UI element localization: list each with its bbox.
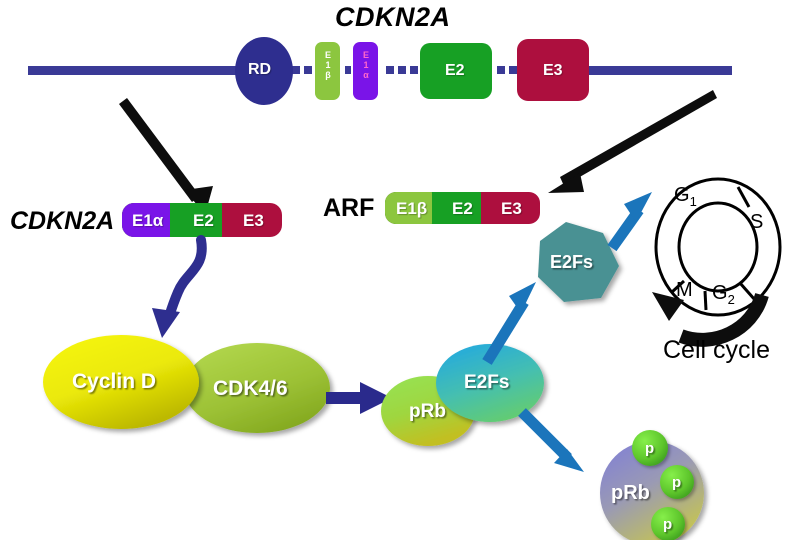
arrow-locus-to-cdkn2a (119, 98, 213, 215)
cdkn2a-transcript-bar (122, 203, 282, 237)
intron-dots (292, 66, 517, 74)
genomic-backbone (28, 66, 732, 75)
arf-transcript-bar (385, 192, 540, 224)
genomic-exon-boxes (315, 39, 589, 101)
exon-e3-box (517, 39, 589, 101)
cdk46-ellipse (184, 343, 330, 433)
exon-e1b-box (315, 42, 340, 100)
phosphate-group-2 (660, 465, 694, 499)
e2fs-free-heptagon (538, 222, 619, 302)
cell-cycle-direction-arrow (652, 292, 769, 347)
e2fs-bound-ellipse (436, 344, 544, 422)
arrow-transcript-to-cyclind (152, 235, 207, 338)
phosphate-group-3 (651, 507, 685, 540)
cell-cycle-ring (654, 177, 782, 317)
phosphate-group-1 (632, 430, 668, 466)
arrow-to-phospho-prb (518, 408, 584, 472)
rd-promoter-node (235, 37, 293, 105)
exon-e1a-box (353, 42, 378, 100)
cyclind-ellipse (43, 335, 199, 429)
arrow-locus-to-arf (548, 90, 717, 193)
arrow-cdk46-to-prb (326, 382, 392, 414)
arrow-to-free-e2fs (482, 282, 536, 365)
exon-e2-box (420, 43, 492, 99)
arrow-e2fs-to-cellcycle (607, 192, 652, 252)
